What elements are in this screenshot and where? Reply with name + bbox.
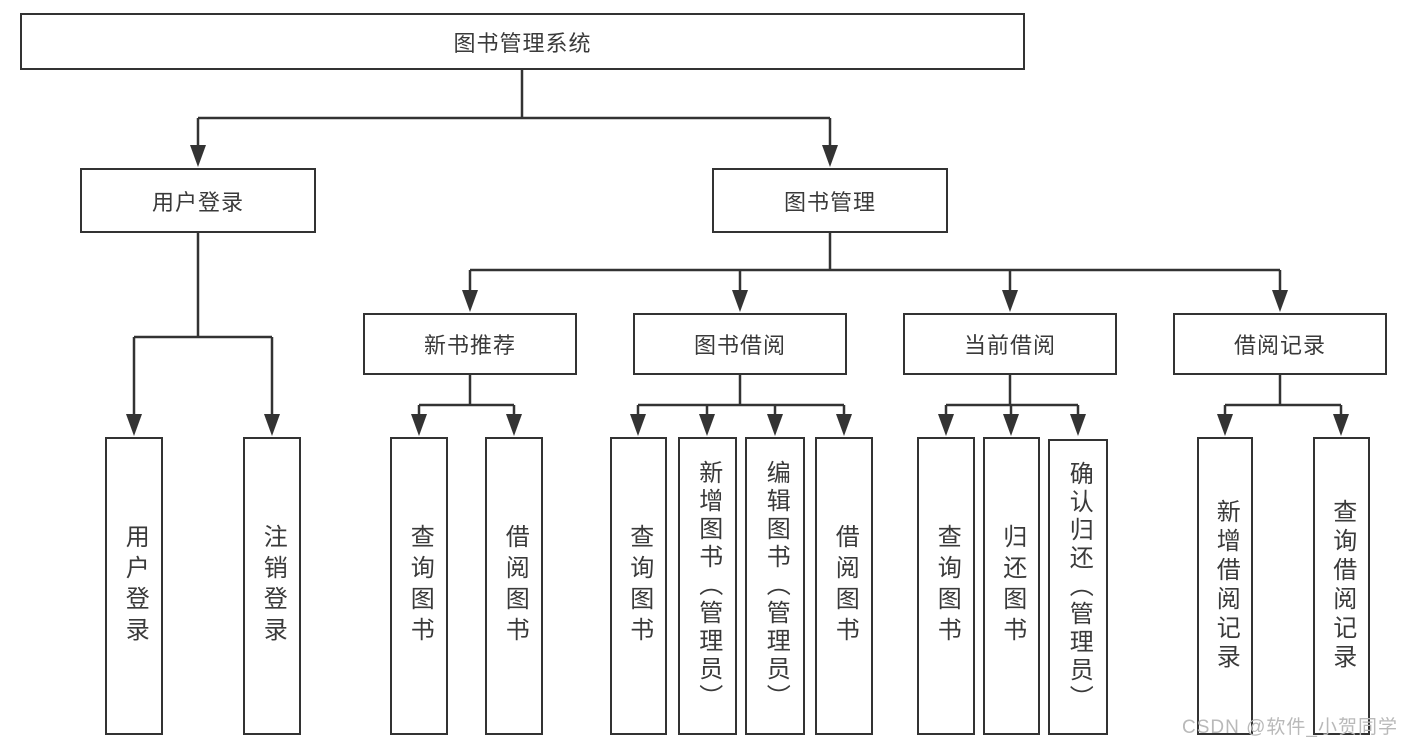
node-label: 新增图书（管理员） (694, 460, 722, 712)
node-library-management-system: 图书管理系统 (20, 13, 1025, 70)
node-label: 借阅图书 (501, 524, 529, 648)
leaf-logout: 注销登录 (243, 437, 301, 735)
leaf-user-login: 用户登录 (105, 437, 163, 735)
leaf-add-borrow-record: 新增借阅记录 (1197, 437, 1253, 735)
leaf-query-borrow-record: 查询借阅记录 (1313, 437, 1370, 735)
leaf-add-books-admin: 新增图书（管理员） (678, 437, 737, 735)
node-label: 查询图书 (625, 524, 653, 648)
leaf-borrow-books: 借阅图书 (815, 437, 873, 735)
connector-strokes (132, 70, 1343, 418)
leaf-edit-books-admin: 编辑图书（管理员） (745, 437, 805, 735)
csdn-watermark: CSDN @软件_小贺同学 (1182, 717, 1398, 738)
node-label: 图书管理系统 (453, 30, 592, 56)
node-label: 新增借阅记录 (1212, 499, 1240, 673)
node-label: 查询借阅记录 (1328, 499, 1356, 673)
node-label: 当前借阅 (963, 333, 1056, 358)
node-label: 借阅记录 (1233, 333, 1326, 358)
node-label: 新书推荐 (423, 333, 516, 358)
node-label: 用户登录 (151, 189, 244, 215)
node-label: 用户登录 (121, 524, 149, 648)
node-new-book-recommendation: 新书推荐 (363, 313, 577, 375)
node-book-management: 图书管理 (712, 168, 948, 233)
node-label: 查询图书 (933, 524, 961, 648)
leaf-confirm-return-admin: 确认归还（管理员） (1048, 439, 1108, 735)
node-label: 编辑图书（管理员） (762, 460, 790, 712)
node-label: 注销登录 (259, 524, 287, 648)
leaf-query-books-current: 查询图书 (917, 437, 975, 735)
node-label: 归还图书 (998, 524, 1026, 648)
leaf-borrow-books-recommend: 借阅图书 (485, 437, 543, 735)
node-label: 借阅图书 (831, 524, 859, 648)
leaf-query-books-recommend: 查询图书 (390, 437, 448, 735)
leaf-return-books: 归还图书 (983, 437, 1040, 735)
leaf-query-books-borrow: 查询图书 (610, 437, 667, 735)
node-borrowing-records: 借阅记录 (1173, 313, 1387, 375)
node-book-borrowing: 图书借阅 (633, 313, 847, 375)
node-label: 确认归还（管理员） (1065, 461, 1093, 713)
node-label: 图书管理 (783, 189, 876, 215)
node-label: 查询图书 (406, 524, 434, 648)
node-current-borrowing: 当前借阅 (903, 313, 1117, 375)
arrowheads (126, 145, 1349, 436)
node-label: 图书借阅 (693, 333, 786, 358)
node-user-login: 用户登录 (80, 168, 316, 233)
